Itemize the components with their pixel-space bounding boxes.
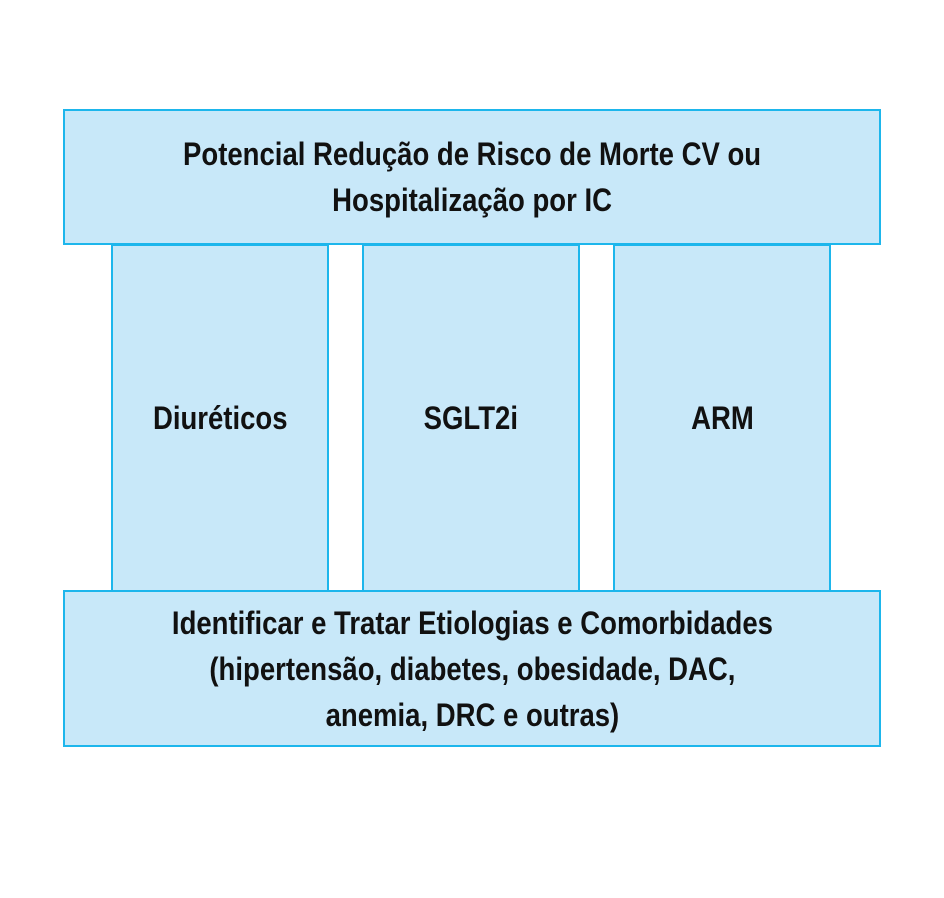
roof-text-line-2: Hospitalização por IC — [332, 182, 612, 218]
pillar-label: Diuréticos — [152, 400, 288, 436]
foundation-text-line-1: Identificar e Tratar Etiologias e Comorb… — [171, 604, 773, 641]
pillar-arm: ARM — [613, 244, 831, 592]
pillar-label: SGLT2i — [423, 400, 519, 436]
pillar-sglt2i: SGLT2i — [362, 244, 580, 592]
foundation-box-etiologies: Identificar e Tratar Etiologias e Comorb… — [63, 590, 881, 747]
foundation-text: Identificar e Tratar Etiologias e Comorb… — [123, 600, 822, 738]
roof-box-risk-reduction: Potencial Redução de Risco de Morte CV o… — [63, 109, 881, 245]
roof-text-line-1: Potencial Redução de Risco de Morte CV o… — [182, 136, 762, 172]
foundation-text-line-2: (hipertensão, diabetes, obesidade, DAC, — [208, 650, 736, 687]
roof-text: Potencial Redução de Risco de Morte CV o… — [136, 131, 808, 223]
pillar-label: ARM — [690, 400, 754, 436]
foundation-text-line-3: anemia, DRC e outras) — [325, 696, 619, 733]
pillar-diureticos: Diuréticos — [111, 244, 329, 592]
